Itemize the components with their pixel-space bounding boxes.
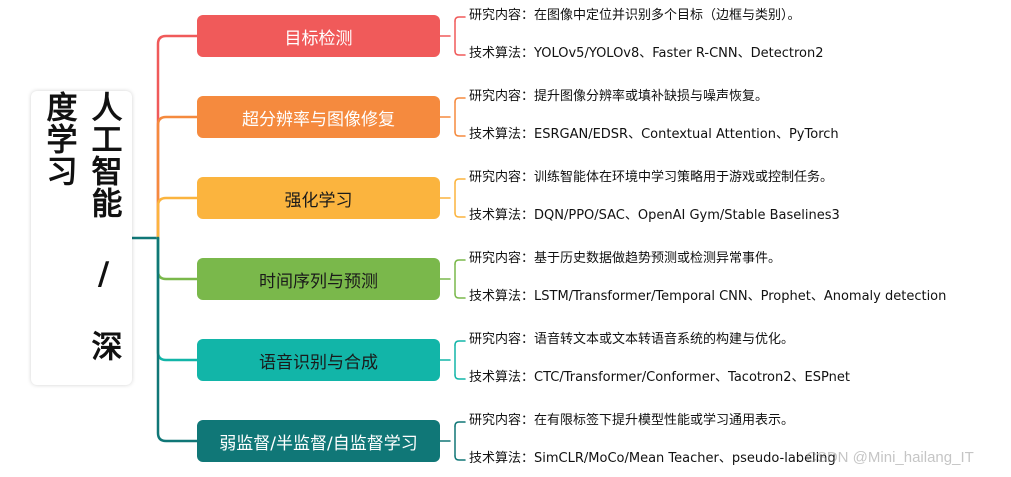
root-title: 人工智能 / 深度学习 <box>40 91 122 362</box>
algorithm-line: 技术算法：DQN/PPO/SAC、OpenAI Gym/Stable Basel… <box>469 207 840 225</box>
detail-connector <box>454 178 466 184</box>
algorithm-line: 技术算法：YOLOv5/YOLOv8、Faster R-CNN、Detectro… <box>469 45 823 63</box>
research-label: 研究内容： <box>469 170 535 185</box>
research-text: 语音转文本或文本转语音系统的构建与优化。 <box>534 332 795 347</box>
topic-connector <box>156 115 199 240</box>
algorithm-label: 技术算法： <box>469 289 535 304</box>
research-label: 研究内容： <box>469 332 535 347</box>
detail-connector <box>454 259 466 265</box>
topic-connector <box>156 236 199 443</box>
topic-title: 目标检测 <box>284 28 353 49</box>
algorithm-line: 技术算法：ESRGAN/EDSR、Contextual Attention、Py… <box>469 126 839 144</box>
research-line: 研究内容：训练智能体在环境中学习策略用于游戏或控制任务。 <box>469 169 833 187</box>
research-text: 训练智能体在环境中学习策略用于游戏或控制任务。 <box>534 170 834 185</box>
algorithm-text: ESRGAN/EDSR、Contextual Attention、PyTorch <box>534 127 839 142</box>
research-line: 研究内容：语音转文本或文本转语音系统的构建与优化。 <box>469 331 794 349</box>
topic-node-time-series: 时间序列与预测 <box>197 258 440 300</box>
topic-title: 语音识别与合成 <box>259 352 378 373</box>
topic-connector <box>156 196 199 240</box>
detail-connector <box>454 293 466 299</box>
topic-title: 弱监督/半监督/自监督学习 <box>219 433 418 454</box>
root-node: 人工智能 / 深度学习 <box>31 91 132 385</box>
topic-connector <box>156 236 199 362</box>
research-text: 基于历史数据做趋势预测或检测异常事件。 <box>534 251 782 266</box>
topic-node-object-detection: 目标检测 <box>197 15 440 57</box>
topic-connector <box>156 236 199 281</box>
research-line: 研究内容：在图像中定位并识别多个目标（边框与类别）。 <box>469 7 801 25</box>
research-line: 研究内容：在有限标签下提升模型性能或学习通用表示。 <box>469 412 794 430</box>
algorithm-line: 技术算法：LSTM/Transformer/Temporal CNN、Proph… <box>469 288 946 306</box>
topic-node-speech: 语音识别与合成 <box>197 339 440 381</box>
algorithm-line: 技术算法：SimCLR/MoCo/Mean Teacher、pseudo-lab… <box>469 450 836 468</box>
watermark: CSDN @Mini_hailang_IT <box>806 449 974 466</box>
detail-connector <box>454 97 466 103</box>
detail-connector <box>454 131 466 137</box>
research-text: 在有限标签下提升模型性能或学习通用表示。 <box>534 413 795 428</box>
research-label: 研究内容： <box>469 8 535 23</box>
algorithm-label: 技术算法： <box>469 370 535 385</box>
algorithm-label: 技术算法： <box>469 127 535 142</box>
algorithm-text: CTC/Transformer/Conformer、Tacotron2、ESPn… <box>534 370 850 385</box>
algorithm-line: 技术算法：CTC/Transformer/Conformer、Tacotron2… <box>469 369 850 387</box>
topic-node-super-resolution: 超分辨率与图像修复 <box>197 96 440 138</box>
topic-node-reinforcement-learning: 强化学习 <box>197 177 440 219</box>
detail-connector <box>454 212 466 218</box>
detail-connector <box>454 374 466 380</box>
detail-connector <box>454 50 466 56</box>
topic-title: 时间序列与预测 <box>259 271 378 292</box>
topic-connector <box>156 34 199 240</box>
research-text: 提升图像分辨率或填补缺损与噪声恢复。 <box>534 89 769 104</box>
detail-connector <box>454 455 466 461</box>
research-line: 研究内容：基于历史数据做趋势预测或检测异常事件。 <box>469 250 781 268</box>
topic-node-weak-supervision: 弱监督/半监督/自监督学习 <box>197 420 440 462</box>
research-line: 研究内容：提升图像分辨率或填补缺损与噪声恢复。 <box>469 88 768 106</box>
topic-title: 超分辨率与图像修复 <box>242 109 395 130</box>
algorithm-text: SimCLR/MoCo/Mean Teacher、pseudo-labeling <box>534 451 836 466</box>
detail-connector <box>454 16 466 22</box>
algorithm-label: 技术算法： <box>469 46 535 61</box>
algorithm-label: 技术算法： <box>469 451 535 466</box>
research-label: 研究内容： <box>469 251 535 266</box>
algorithm-text: LSTM/Transformer/Temporal CNN、Prophet、An… <box>534 289 947 304</box>
algorithm-label: 技术算法： <box>469 208 535 223</box>
algorithm-text: YOLOv5/YOLOv8、Faster R-CNN、Detectron2 <box>534 46 824 61</box>
detail-connector <box>454 421 466 427</box>
research-text: 在图像中定位并识别多个目标（边框与类别）。 <box>534 8 801 23</box>
research-label: 研究内容： <box>469 413 535 428</box>
research-label: 研究内容： <box>469 89 535 104</box>
detail-connector <box>454 340 466 346</box>
topic-title: 强化学习 <box>284 190 353 211</box>
algorithm-text: DQN/PPO/SAC、OpenAI Gym/Stable Baselines3 <box>534 208 840 223</box>
